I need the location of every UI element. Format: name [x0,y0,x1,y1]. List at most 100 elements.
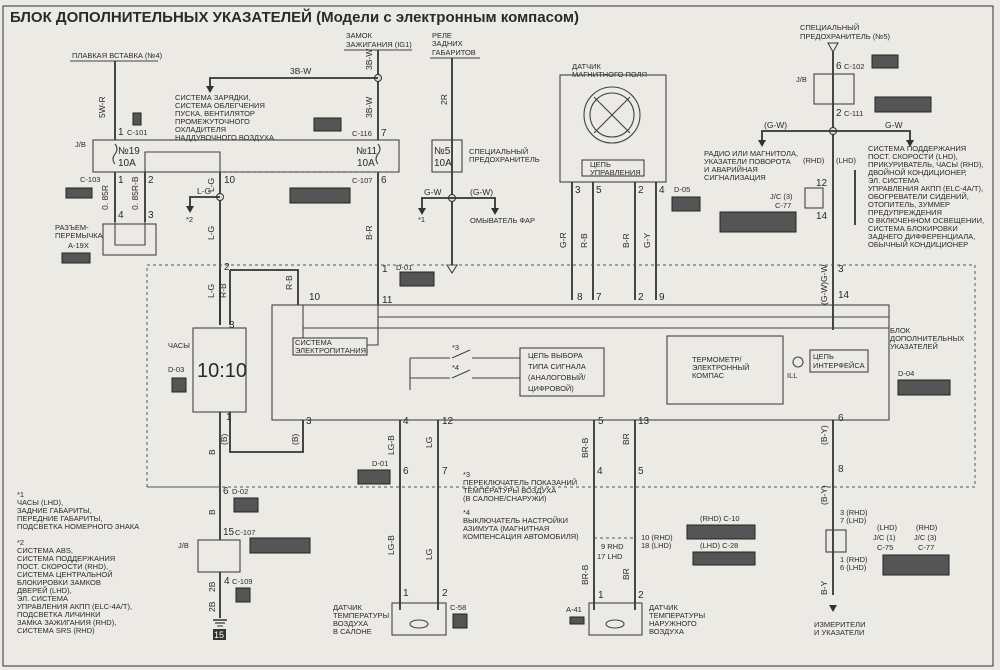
svg-text:ОТОПИТЕЛЬ, ЗУММЕР: ОТОПИТЕЛЬ, ЗУММЕР [868,200,950,209]
connector-c103: C-103 [80,175,100,184]
connector-jc3: J/C (3) [770,192,793,201]
pin-label: 1 [118,127,124,138]
magnetic-sensor [559,74,667,183]
pin-label: 6 [836,61,842,72]
signal-selector-circuit [519,347,605,397]
connector-c58: C-58 [450,603,466,612]
selector-label-3: (АНАЛОГОВЫЙ/ [528,373,586,382]
connector-c28: (LHD) C-28 [700,541,738,550]
svg-text:ПЕРЕКЛЮЧАТЕЛЬ ПОКАЗАНИЙ: ПЕРЕКЛЮЧАТЕЛЬ ПОКАЗАНИЙ [463,478,577,487]
svg-text:СИСТЕМА ЗАРЯДКИ,: СИСТЕМА ЗАРЯДКИ, [175,93,251,102]
connector-a19x-icon [61,252,91,264]
selector-label-4: ЦИФРОВОЙ) [528,384,574,393]
switch-ref-4: *4 [452,363,459,372]
connector-d03: D-03 [168,365,184,374]
wire-label-b-p: (B) [219,434,229,446]
pin-label: 3 [838,264,844,275]
pin-label: 13 [638,416,650,427]
connector-c10: (RHD) C-10 [700,514,740,523]
pin-label: 12 [816,178,828,189]
cruise-note: СИСТЕМА ПОДДЕРЖАНИЯ ПОСТ. СКОРОСТИ (LHD)… [868,144,984,249]
pin-label: 10 [224,175,236,186]
pin-label: 1 [118,175,124,186]
arrow-down-icon [906,140,914,147]
connector-c116: C-116 [352,129,372,138]
svg-text:РАДИО ИЛИ МАГНИТОЛА,: РАДИО ИЛИ МАГНИТОЛА, [704,149,798,158]
selector-label-2: ТИПА СИГНАЛА [528,362,586,371]
switch-3-icon[interactable] [451,349,471,359]
connector-c102-icon [871,54,899,69]
wire-label-lg-v2: L-G [206,226,216,240]
thermometer-compass [666,335,784,405]
selector-label-1: ЦЕПЬ ВЫБОРА [528,351,583,360]
switch-4-icon[interactable] [451,369,471,379]
connector-c116-icon [313,117,342,132]
connector-c77: C-77 [775,201,791,210]
fuse-5-number: №5 [434,146,451,157]
connector-d01-icon [399,271,435,287]
illumination-icon [792,356,804,368]
wire-label-rb3: R-B [284,275,294,290]
pin-label: 2 [638,292,644,303]
frame [2,5,994,667]
note-ref-1: *1 [418,215,425,224]
wire-label-gw-p: (G-W) [470,187,493,197]
magnetic-coil-icon [583,86,641,144]
charging-note: СИСТЕМА ЗАРЯДКИ, СИСТЕМА ОБЛЕГЧЕНИЯ ПУСК… [175,93,274,142]
pin-10-rhd: 10 (RHD) [641,533,673,542]
pin-3-rhd: 3 (RHD) [840,508,868,517]
wire-label-lgb: LG-B [386,435,396,455]
thermo-label-3: КОМПАС [692,371,725,380]
fuse-11-amp: 10A [357,158,375,169]
svg-text:(В САЛОНЕ/СНАРУЖИ): (В САЛОНЕ/СНАРУЖИ) [463,494,547,503]
svg-text:ПОДСВЕТКА НОМЕРНОГО ЗНАКА: ПОДСВЕТКА НОМЕРНОГО ЗНАКА [17,522,139,531]
meters-label-1: ИЗМЕРИТЕЛИ [814,620,865,629]
tail-relay-3: ГАБАРИТОВ [432,48,476,57]
special-fuse-label-2: ПРЕДОХРАНИТЕЛЬ (№5) [800,32,891,41]
wire-label-b: B [207,449,217,455]
pin-label: 1 [598,590,604,601]
connector-c102: C-102 [844,62,864,71]
tail-relay-1: РЕЛЕ [432,31,452,40]
fuse-19-amp: 10A [118,158,136,169]
svg-text:ВЫКЛЮЧАТЕЛЬ НАСТРОЙКИ: ВЫКЛЮЧАТЕЛЬ НАСТРОЙКИ [463,516,568,525]
fuse-19-number: №19 [118,146,140,157]
svg-text:ДВЕРЕЙ (LHD),: ДВЕРЕЙ (LHD), [17,586,72,595]
pin-label: 1 [403,588,409,599]
svg-text:УПРАВЛЕНИЯ АКПП (ELC-4A/T),: УПРАВЛЕНИЯ АКПП (ELC-4A/T), [17,602,132,611]
footnote-4: *4 ВЫКЛЮЧАТЕЛЬ НАСТРОЙКИ АЗИМУТА (МАГНИТ… [463,508,579,541]
meters-label-2: И УКАЗАТЕЛИ [814,628,864,637]
outside-temp-label: ДАТЧИК ТЕМПЕРАТУРЫ НАРУЖНОГО ВОЗДУХА [649,603,705,636]
connector-c75: C-75 [877,543,893,552]
connector-c101-icon [132,112,142,126]
pin-label: 4 [403,416,409,427]
pin-label: 3 [306,416,312,427]
unit-outline [146,264,976,488]
svg-text:ЗАДНЕГО ДИФФЕРЕНЦИАЛА,: ЗАДНЕГО ДИФФЕРЕНЦИАЛА, [868,232,975,241]
svg-text:НАРУЖНОГО: НАРУЖНОГО [649,619,697,628]
wire-label-gy: G-Y [642,233,652,248]
svg-text:О ВКЛЮЧЕННОМ ОСВЕЩЕНИИ,: О ВКЛЮЧЕННОМ ОСВЕЩЕНИИ, [868,216,984,225]
fuse-5-box [431,139,463,173]
wire-label-2b2: 2B [207,601,217,612]
wire-label-gr: G-R [558,232,568,248]
wire-label-by-p2: (B-Y) [819,485,829,505]
wire-label-b-p2: (B) [290,434,300,446]
pin-label: 2 [638,590,644,601]
connector-c75-c77-icon [882,554,950,576]
wire-label-brb: BR-B [580,437,590,458]
jumper-connector [102,223,157,256]
svg-text:ОБЫЧНЫЙ КОНДИЦИОНЕР: ОБЫЧНЫЙ КОНДИЦИОНЕР [868,240,968,249]
svg-text:СИСТЕМА ПОДДЕРЖАНИЯ: СИСТЕМА ПОДДЕРЖАНИЯ [17,554,115,563]
connector-c107-icon [289,187,351,204]
special-fuse-label-1: СПЕЦИАЛЬНЫЙ [800,23,859,32]
jumper-label-2: ПЕРЕМЫЧКА [55,231,103,240]
fuse-19-icon [112,143,118,165]
meter-unit-box [271,304,890,421]
connector-d01: D-01 [396,263,412,272]
wire-label-3bw-vert: 3B-W [364,49,374,70]
wire-label-br: B-R [364,225,374,240]
svg-text:СИСТЕМА БЛОКИРОВКИ: СИСТЕМА БЛОКИРОВКИ [868,224,958,233]
svg-text:НАДДУВОЧНОГО ВОЗДУХА: НАДДУВОЧНОГО ВОЗДУХА [175,133,274,142]
connector-a19x: A-19X [68,241,89,250]
